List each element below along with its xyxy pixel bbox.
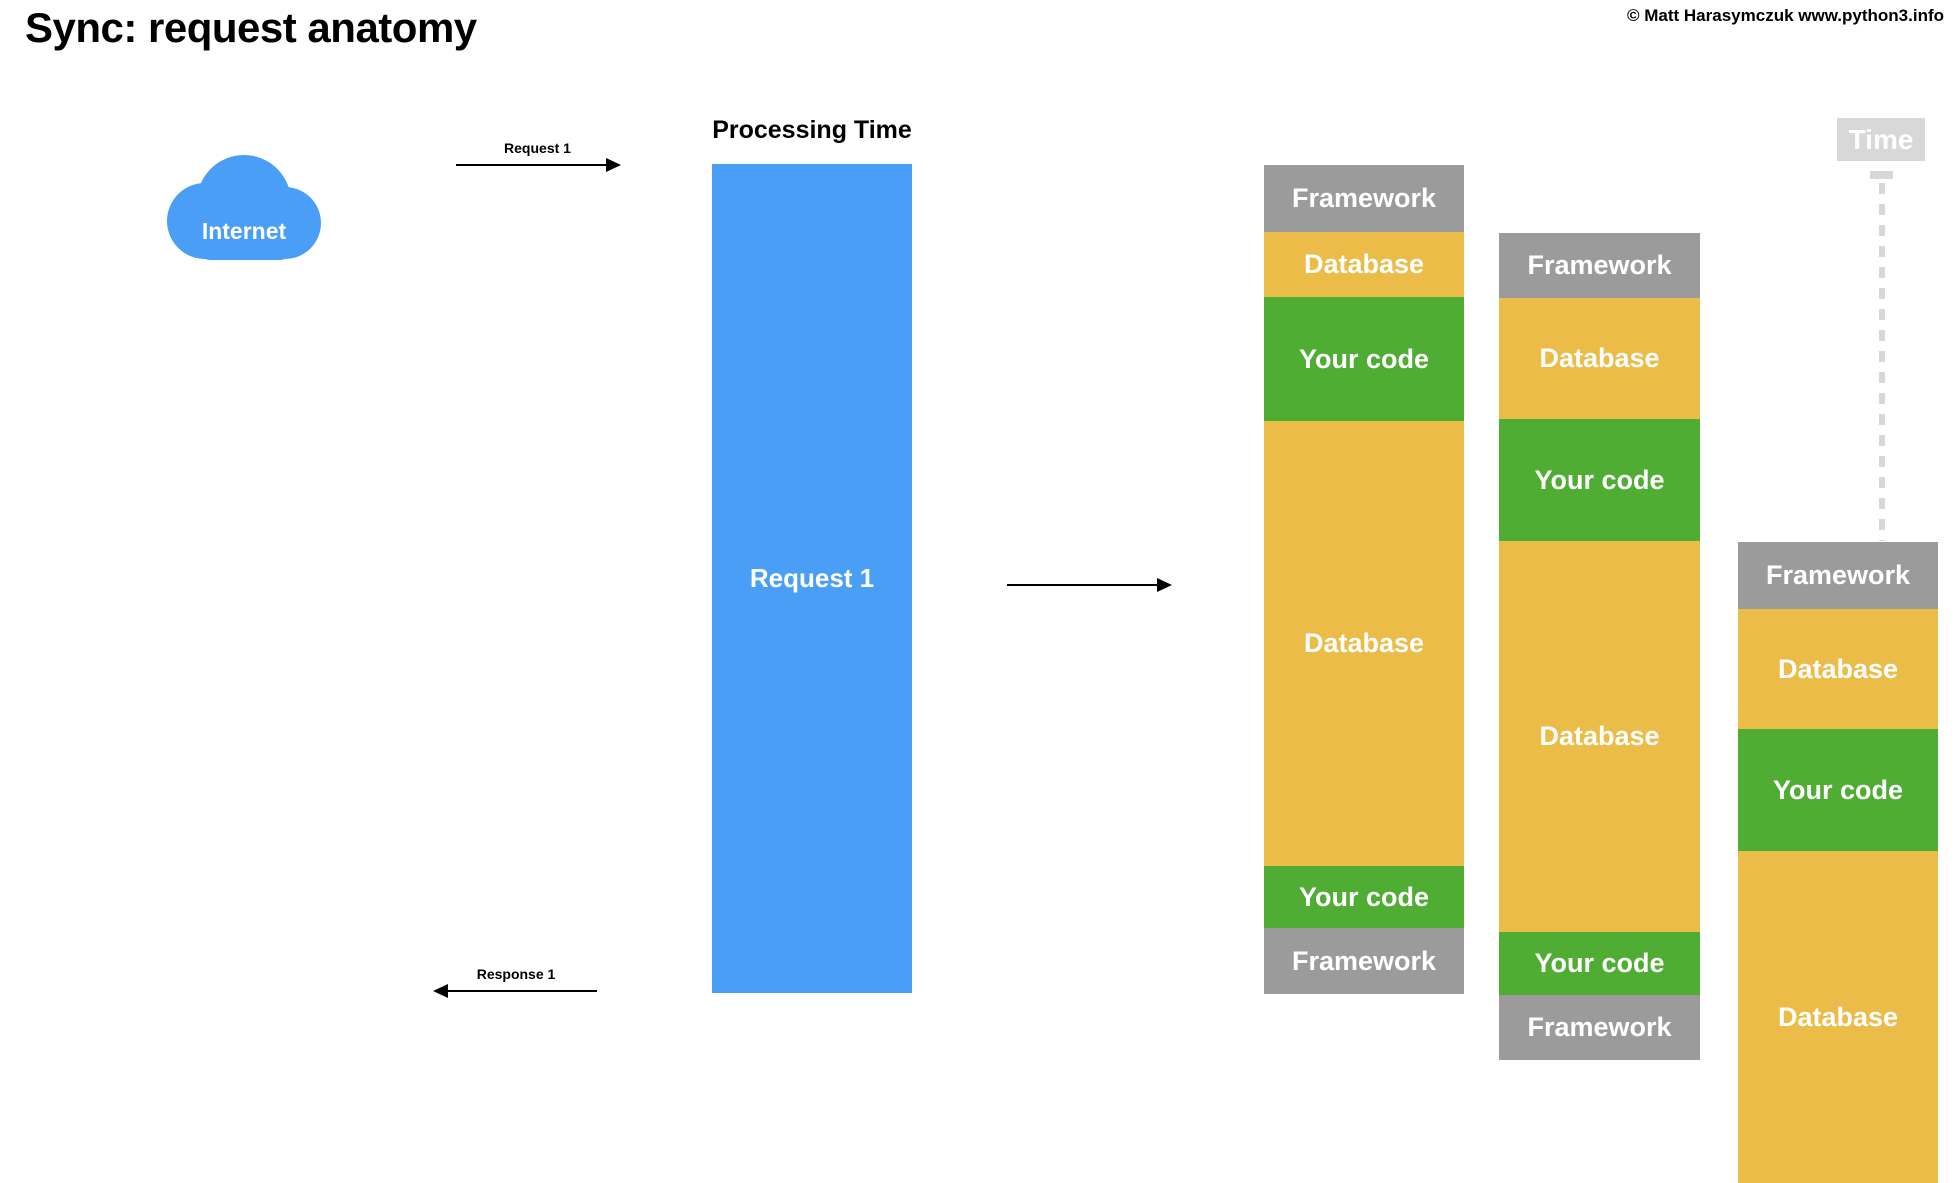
stack-segment-database: Database xyxy=(1499,298,1700,419)
processing-time-header: Processing Time xyxy=(712,116,912,144)
transfer-arrow xyxy=(1007,578,1172,592)
stack-segment-database: Database xyxy=(1264,421,1464,866)
stack-segment-label: Your code xyxy=(1534,948,1665,978)
stack-segment-your-code: Your code xyxy=(1499,932,1700,995)
time-axis-dashed-line xyxy=(1879,183,1885,541)
arrowhead-right-icon xyxy=(1157,578,1172,592)
response-arrow: Response 1 xyxy=(433,966,597,998)
cloud-icon xyxy=(167,155,321,260)
stack-segment-label: Your code xyxy=(1298,881,1430,912)
stack-segment-database: Database xyxy=(1738,609,1938,729)
time-axis-tail-icon xyxy=(1870,171,1893,179)
request-processing-bar: Request 1 xyxy=(712,164,912,993)
stack-segment-your-code: Your code xyxy=(1264,866,1464,928)
stack-segment-label: Framework xyxy=(1527,1012,1672,1042)
page-title: Sync: request anatomy xyxy=(25,4,477,51)
arrowhead-right-icon xyxy=(606,158,621,172)
stack-segment-label: Database xyxy=(1777,1001,1899,1032)
stack-segment-label: Database xyxy=(1777,653,1899,684)
stack-segment-database: Database xyxy=(1264,232,1464,297)
time-axis-label: Time xyxy=(1837,118,1925,161)
response-arrow-label: Response 1 xyxy=(476,966,556,982)
request-bar-label: Request 1 xyxy=(749,563,875,593)
stack-segment-label: Framework xyxy=(1291,183,1437,213)
stack-segment-label: Framework xyxy=(1291,945,1437,976)
internet-label: Internet xyxy=(201,218,287,244)
stack-segment-framework: Framework xyxy=(1264,165,1464,232)
stack-segment-label: Framework xyxy=(1527,250,1672,280)
stack-segment-framework: Framework xyxy=(1499,233,1700,298)
stack-segment-your-code: Your code xyxy=(1738,729,1938,851)
stack-segment-label: Database xyxy=(1539,721,1660,751)
internet-cloud: Internet xyxy=(164,155,324,260)
arrowhead-left-icon xyxy=(433,984,448,998)
stack-segment-label: Framework xyxy=(1765,560,1911,590)
stack-segment-label: Your code xyxy=(1298,343,1430,374)
stack-segment-label: Database xyxy=(1303,249,1425,279)
stack-segment-your-code: Your code xyxy=(1264,297,1464,421)
request-arrow-label: Request 1 xyxy=(504,140,571,156)
stack-segment-framework: Framework xyxy=(1264,928,1464,994)
stack-segment-label: Your code xyxy=(1534,464,1665,495)
copyright-text: © Matt Harasymczuk www.python3.info xyxy=(1627,6,1944,25)
stack-segment-framework: Framework xyxy=(1738,542,1938,609)
stack-segment-your-code: Your code xyxy=(1499,419,1700,541)
transfer-arrow-line xyxy=(1007,578,1172,592)
stack-segment-database: Database xyxy=(1738,851,1938,1183)
stack-segment-framework: Framework xyxy=(1499,995,1700,1060)
request-arrow: Request 1 xyxy=(456,140,621,172)
stack-segment-label: Your code xyxy=(1772,774,1904,805)
stack-segment-label: Database xyxy=(1539,343,1660,373)
stack-segment-database: Database xyxy=(1499,541,1700,932)
response-arrow-line xyxy=(433,984,597,998)
stack-segment-label: Database xyxy=(1303,628,1425,658)
request-arrow-line xyxy=(456,158,621,172)
